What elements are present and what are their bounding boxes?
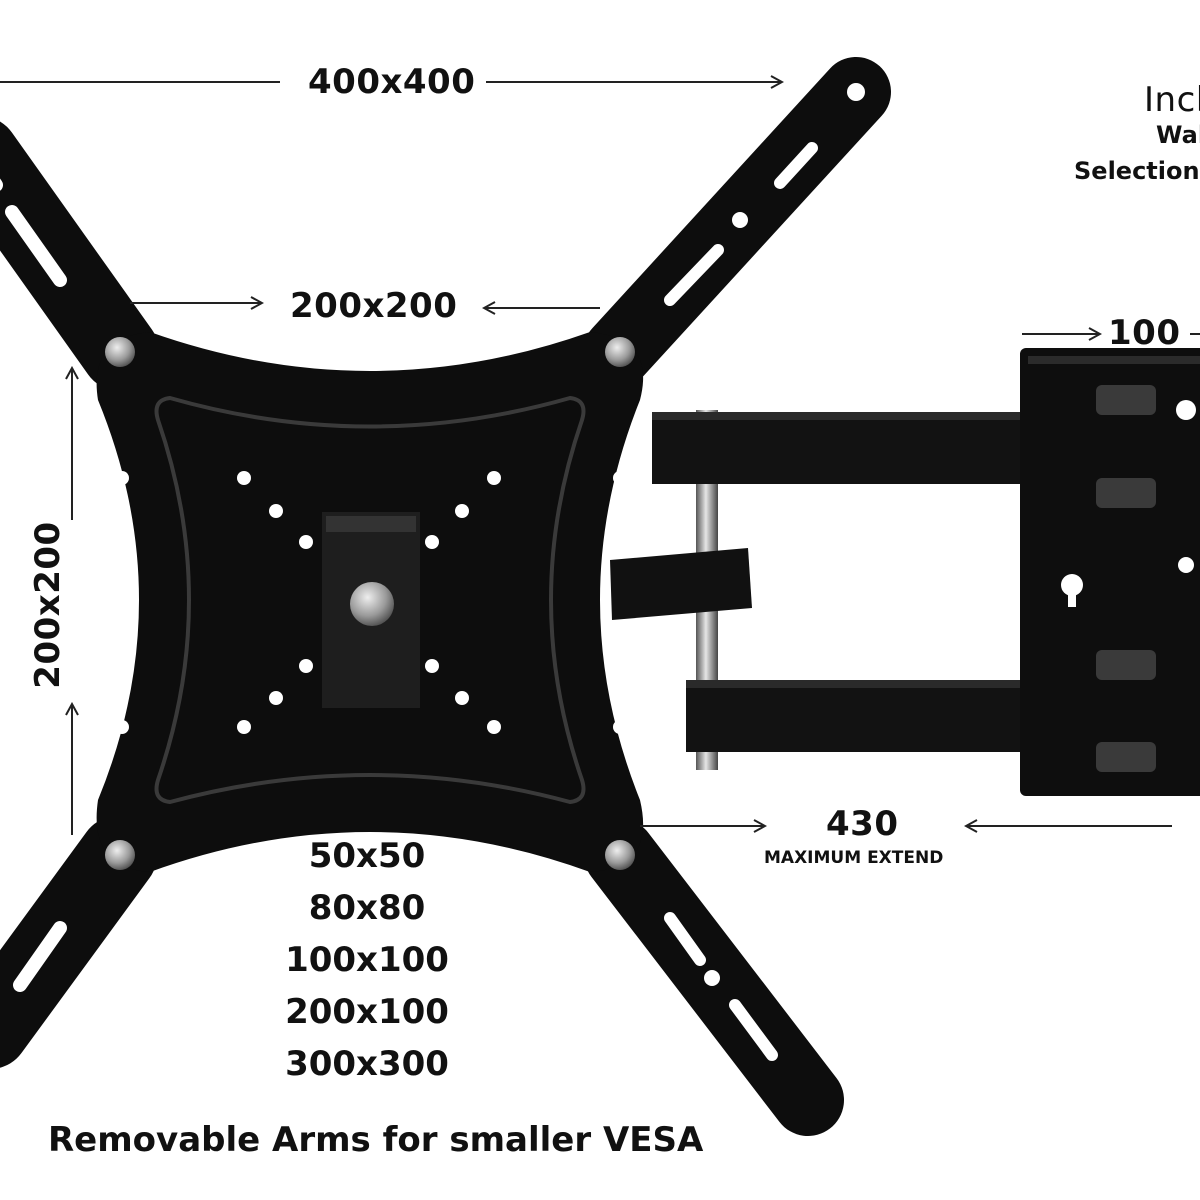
tilt-knob (350, 582, 394, 626)
extend-caption-label: MAXIMUM EXTEND (764, 848, 944, 868)
vesa-holes (115, 471, 627, 734)
vesa-size-item: 50x50 (308, 836, 426, 876)
dimension-label-200-vertical: 200x200 (28, 521, 68, 689)
vesa-plate (96, 332, 644, 872)
dimension-label-100: 100 (1108, 313, 1181, 353)
extend-value-label: 430 (826, 804, 899, 844)
side-text-line3: Selection (1074, 157, 1200, 185)
arm-middle (610, 548, 752, 620)
vesa-diagonal-arms (0, 57, 891, 1136)
side-text-line1: Incl (1144, 80, 1200, 120)
wall-plate (1020, 348, 1200, 796)
vesa-size-item: 200x100 (285, 992, 449, 1032)
vesa-size-item: 80x80 (308, 888, 426, 928)
vesa-size-item: 300x300 (285, 1044, 449, 1084)
vesa-size-item: 100x100 (285, 940, 449, 980)
dimension-label-200-horizontal: 200x200 (290, 286, 458, 326)
vesa-size-list: 50x50 80x80 100x100 200x100 300x300 (262, 830, 472, 1090)
dimension-arrows (0, 82, 1200, 835)
side-text-line2: Wal (1156, 121, 1200, 149)
dimension-label-400: 400x400 (308, 62, 476, 102)
footer-caption: Removable Arms for smaller VESA (48, 1120, 704, 1160)
corner-bolts (105, 337, 635, 870)
